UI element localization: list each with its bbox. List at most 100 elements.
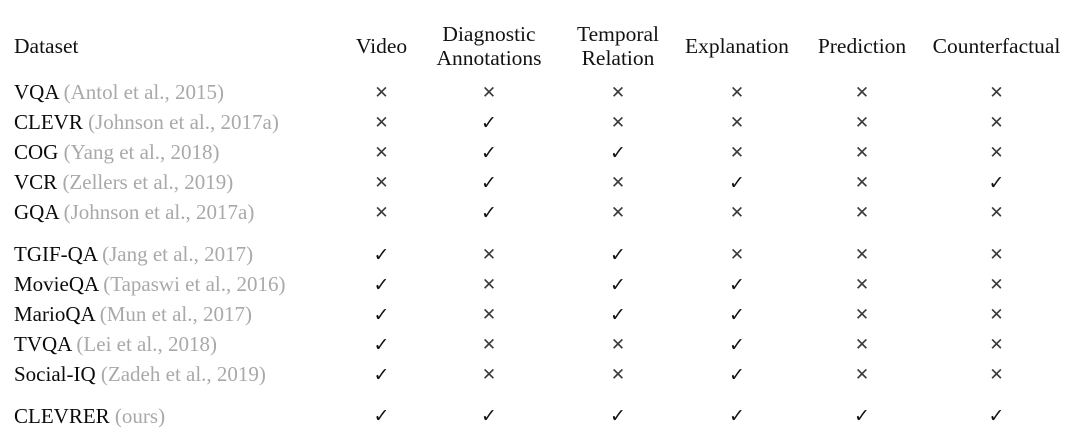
- cell-prediction: ✕: [797, 197, 927, 227]
- cell-explanation: ✓: [677, 329, 797, 359]
- dataset-name-cell: TVQA (Lei et al., 2018): [14, 329, 344, 359]
- cross-icon: ✕: [854, 335, 870, 355]
- cell-explanation: ✕: [677, 239, 797, 269]
- check-icon: ✓: [610, 405, 626, 427]
- column-header-video-line1: Video: [355, 34, 408, 58]
- check-icon: ✓: [729, 171, 745, 194]
- check-icon: ✓: [729, 405, 745, 427]
- dataset-name: CLEVR: [14, 110, 83, 134]
- cross-icon: ✕: [481, 365, 497, 385]
- column-header-video: Video: [344, 22, 419, 70]
- cell-explanation: ✕: [677, 197, 797, 227]
- bottom-gap: [14, 430, 1066, 435]
- dataset-citation: (Johnson et al., 2017a): [82, 110, 279, 134]
- dataset-citation: (ours): [109, 403, 166, 428]
- cell-video: ✕: [344, 167, 419, 197]
- cross-icon: ✕: [989, 203, 1004, 223]
- cross-icon: ✕: [610, 203, 626, 223]
- cross-icon: ✕: [854, 275, 870, 295]
- cell-temporal_relation: ✓: [559, 269, 677, 299]
- dataset-name: Social-IQ: [14, 362, 96, 386]
- cross-icon: ✕: [854, 365, 870, 385]
- cross-icon: ✕: [729, 143, 745, 163]
- check-icon: ✓: [988, 171, 1005, 194]
- cell-counterfactual: ✕: [927, 329, 1066, 359]
- cross-icon: ✕: [481, 305, 497, 325]
- cell-prediction: ✕: [797, 107, 927, 137]
- dataset-citation: (Yang et al., 2018): [58, 140, 220, 164]
- cross-icon: ✕: [481, 335, 497, 355]
- dataset-citation: (Antol et al., 2015): [58, 80, 224, 104]
- dataset-name: TVQA: [14, 332, 72, 356]
- dataset-name: TGIF-QA: [14, 242, 97, 266]
- column-header-diagnostic-annotations: Diagnostic Annotations: [419, 22, 559, 70]
- cell-prediction: ✕: [797, 299, 927, 329]
- cross-icon: ✕: [729, 245, 745, 265]
- check-icon: ✓: [373, 303, 390, 326]
- table-row: MovieQA (Tapaswi et al., 2016)✓✕✓✓✕✕: [14, 269, 1066, 299]
- cross-icon: ✕: [610, 335, 626, 355]
- dataset-name-cell: CLEVR (Johnson et al., 2017a): [14, 107, 344, 137]
- column-header-temporal-relation-line1: Temporal: [576, 22, 660, 46]
- dataset-comparison-table: Dataset Video Diagnostic Annotations Tem…: [14, 22, 1066, 435]
- column-header-temporal-relation-line2: Relation: [581, 46, 655, 70]
- column-header-explanation-line1: Explanation: [685, 34, 789, 58]
- cell-diagnostic_annotations: ✕: [419, 329, 559, 359]
- cross-icon: ✕: [610, 173, 626, 193]
- cell-temporal_relation: ✕: [559, 107, 677, 137]
- dataset-citation: (Mun et al., 2017): [94, 302, 252, 326]
- check-icon: ✓: [610, 243, 626, 266]
- check-icon: ✓: [373, 273, 390, 296]
- cell-counterfactual: ✓: [927, 401, 1066, 430]
- dataset-name: VCR: [14, 170, 58, 194]
- cell-explanation: ✕: [677, 137, 797, 167]
- table-row: COG (Yang et al., 2018)✕✓✓✕✕✕: [14, 137, 1066, 167]
- dataset-name: MarioQA: [14, 302, 95, 326]
- dataset-citation: (Johnson et al., 2017a): [58, 200, 255, 224]
- cross-icon: ✕: [610, 83, 626, 103]
- cross-icon: ✕: [989, 143, 1004, 163]
- cell-explanation: ✓: [677, 359, 797, 389]
- cross-icon: ✕: [374, 83, 389, 103]
- check-icon: ✓: [373, 405, 390, 427]
- dataset-name-cell: COG (Yang et al., 2018): [14, 137, 344, 167]
- column-header-prediction: Prediction: [797, 22, 927, 70]
- cross-icon: ✕: [374, 143, 389, 163]
- cell-video: ✕: [344, 137, 419, 167]
- table-body: VQA (Antol et al., 2015)✕✕✕✕✕✕CLEVR (Joh…: [14, 77, 1066, 435]
- cell-counterfactual: ✓: [927, 167, 1066, 197]
- dataset-name-cell: VQA (Antol et al., 2015): [14, 77, 344, 107]
- cell-prediction: ✕: [797, 137, 927, 167]
- cell-prediction: ✕: [797, 167, 927, 197]
- check-icon: ✓: [729, 273, 745, 296]
- check-icon: ✓: [854, 405, 870, 427]
- cell-counterfactual: ✕: [927, 137, 1066, 167]
- cell-explanation: ✕: [677, 107, 797, 137]
- cell-counterfactual: ✕: [927, 299, 1066, 329]
- table-row: MarioQA (Mun et al., 2017)✓✕✓✓✕✕: [14, 299, 1066, 329]
- cell-diagnostic_annotations: ✕: [419, 359, 559, 389]
- cell-diagnostic_annotations: ✕: [419, 239, 559, 269]
- cell-video: ✓: [344, 359, 419, 389]
- cross-icon: ✕: [729, 113, 745, 133]
- column-header-counterfactual-line1: Counterfactual: [932, 34, 1061, 58]
- cell-diagnostic_annotations: ✕: [419, 299, 559, 329]
- cell-prediction: ✕: [797, 77, 927, 107]
- cell-counterfactual: ✕: [927, 107, 1066, 137]
- dataset-citation: (Zellers et al., 2019): [57, 170, 234, 194]
- cross-icon: ✕: [989, 275, 1004, 295]
- cell-diagnostic_annotations: ✓: [419, 167, 559, 197]
- cell-diagnostic_annotations: ✓: [419, 197, 559, 227]
- cross-icon: ✕: [729, 83, 745, 103]
- cell-video: ✓: [344, 329, 419, 359]
- dataset-name-cell: CLEVRER (ours): [14, 401, 344, 430]
- table-header: Dataset Video Diagnostic Annotations Tem…: [14, 22, 1066, 77]
- dataset-name-cell: VCR (Zellers et al., 2019): [14, 167, 344, 197]
- check-icon: ✓: [481, 171, 497, 194]
- cell-diagnostic_annotations: ✓: [419, 401, 559, 430]
- cell-prediction: ✕: [797, 359, 927, 389]
- check-icon: ✓: [610, 303, 626, 326]
- cross-icon: ✕: [610, 113, 626, 133]
- check-icon: ✓: [373, 363, 390, 386]
